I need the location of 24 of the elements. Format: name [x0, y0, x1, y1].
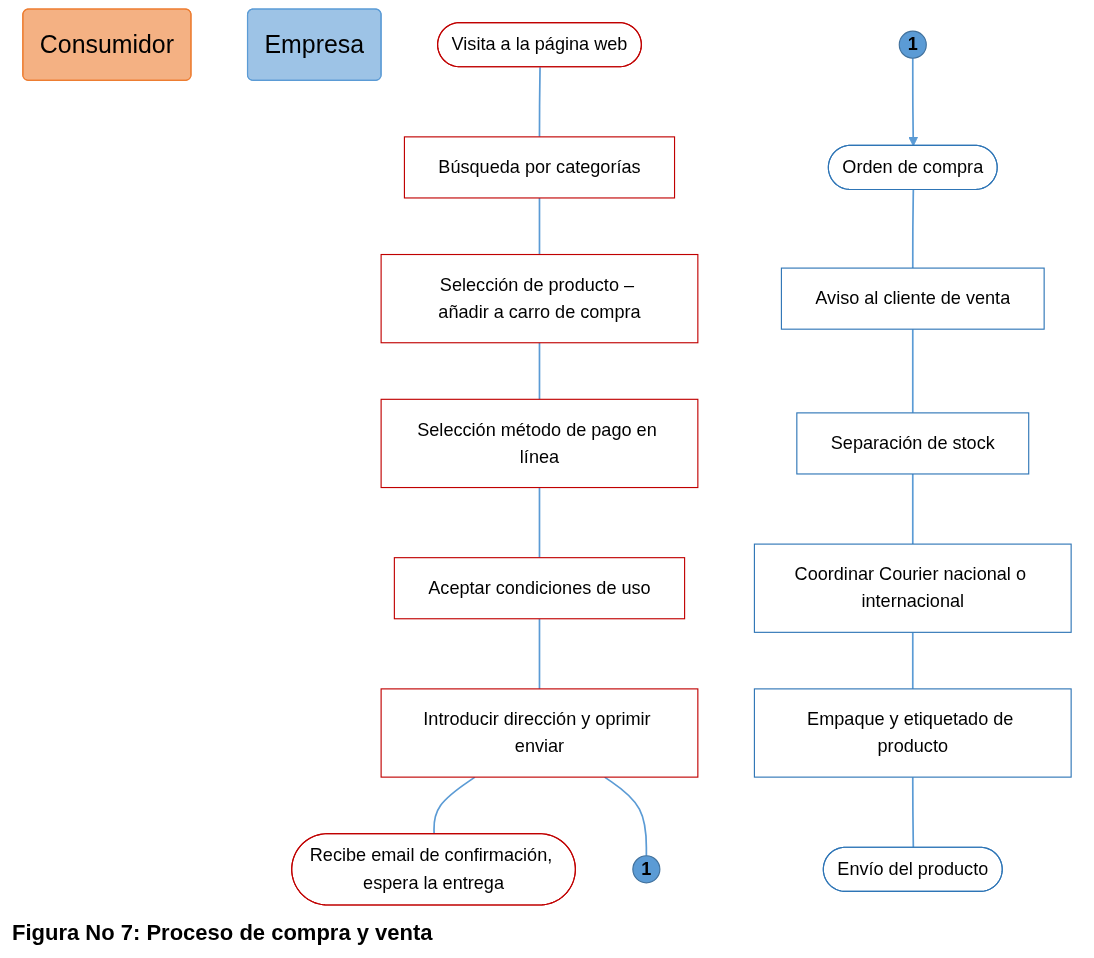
- node-box: Empaque y etiquetado de producto: [753, 688, 1072, 778]
- arrow: [908, 57, 919, 147]
- connector: [911, 776, 915, 849]
- connector: [603, 776, 648, 857]
- node-box: Introducir dirección y oprimir enviar: [380, 688, 699, 778]
- node-circle: 1: [898, 30, 927, 59]
- node-box: Separación de stock: [796, 412, 1030, 475]
- node-box: Selección de producto – añadir a carro de compra: [380, 253, 699, 344]
- connector: [538, 486, 541, 559]
- connector: [538, 197, 541, 256]
- figure-caption: Figura No 7: Proceso de compra y venta: [11, 919, 434, 947]
- connector: [911, 473, 914, 545]
- connector: [538, 617, 541, 690]
- node-box: Búsqueda por categorías: [403, 136, 676, 199]
- node-box: Selección método de pago en línea: [380, 398, 699, 489]
- connector: [538, 341, 541, 401]
- node-circle: 1: [632, 855, 661, 884]
- connector: [538, 66, 541, 138]
- connector: [911, 189, 915, 269]
- node-box: Aceptar condiciones de uso: [393, 557, 686, 620]
- node-box: Aviso al cliente de venta: [780, 267, 1045, 330]
- node-box: Coordinar Courier nacional o internacional: [753, 543, 1072, 633]
- connector: [911, 631, 914, 690]
- connector: [911, 328, 914, 414]
